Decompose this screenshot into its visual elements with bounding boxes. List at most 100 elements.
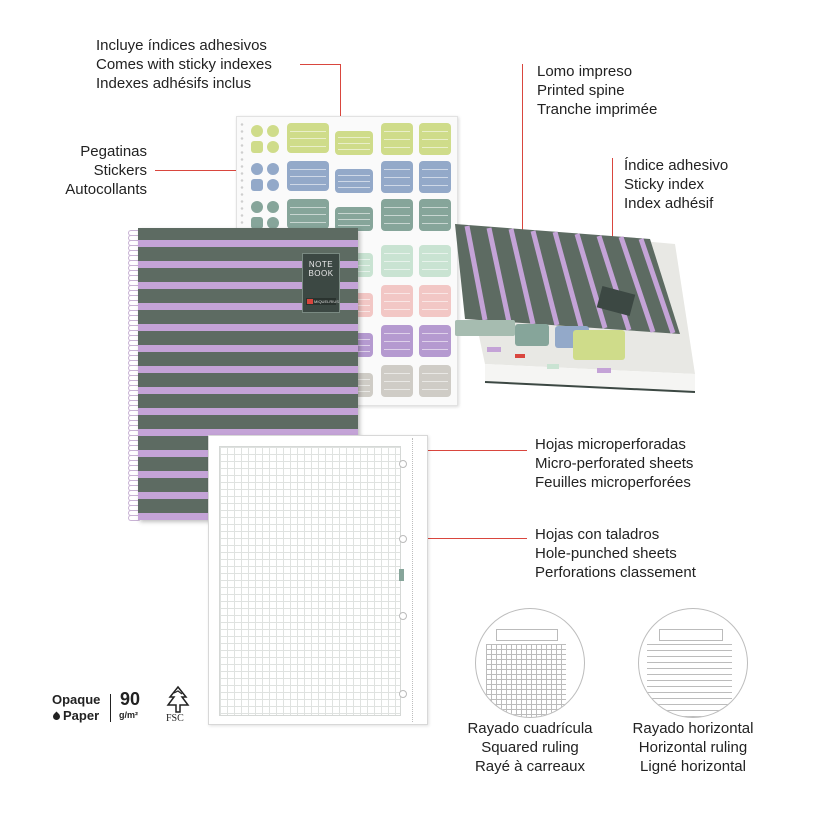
sticker-line: [338, 181, 370, 182]
sticker: [419, 199, 451, 231]
sticker-line: [422, 131, 448, 132]
hole-punched-callout-en: Hole-punched sheets: [535, 545, 677, 562]
squared-ruling-en: Squared ruling: [481, 739, 579, 756]
indexes-callout: Incluye índices adhesivos Comes with sti…: [96, 36, 272, 93]
cover-stripe: [138, 282, 358, 289]
sticker-line: [422, 301, 448, 302]
sticker: [335, 131, 373, 155]
fsc-tree-icon: [166, 685, 190, 713]
sticker-line: [422, 373, 448, 374]
sticker-line: [422, 269, 448, 270]
sticker: [381, 123, 413, 155]
sticker-line: [384, 333, 410, 334]
sticker-line: [422, 293, 448, 294]
spine-callout-line: [522, 64, 523, 360]
sticker-line: [422, 207, 448, 208]
sticker: [381, 199, 413, 231]
sticky-index-callout-en: Sticky index: [624, 176, 705, 193]
hole-punched-callout-line: [404, 538, 527, 539]
sticker-line: [338, 137, 370, 138]
sticker: [419, 365, 451, 397]
badge-divider: [110, 694, 111, 722]
punch-hole-4: [399, 690, 407, 698]
sticker: [419, 285, 451, 317]
sticker: [287, 199, 329, 229]
sticker-line: [422, 341, 448, 342]
cover-stripe: [138, 324, 358, 331]
sticker: [267, 163, 279, 175]
cover-stripe: [138, 387, 358, 394]
spiral-binding: [128, 228, 142, 521]
sticky-index-callout-fr: Index adhésif: [624, 195, 714, 212]
cover-stripe: [138, 408, 358, 415]
sticker: [419, 325, 451, 357]
sticker-line: [384, 309, 410, 310]
opaque-paper-badge: Opaque Paper 90 g/m² FSC: [51, 685, 202, 731]
sticker: [381, 245, 413, 277]
sticker-line: [422, 389, 448, 390]
opaque-label: Opaque: [52, 692, 101, 707]
sticker-line: [422, 261, 448, 262]
sticker-line: [422, 333, 448, 334]
cover-stripe: [138, 303, 358, 310]
horizontal-ruling-es: Rayado horizontal: [632, 720, 754, 737]
indexes-callout-es: Incluye índices adhesivos: [96, 37, 267, 54]
squared-closeup-grid: [486, 644, 566, 717]
notebook-label-line1: NOTE: [308, 260, 334, 269]
sticker-line: [422, 309, 448, 310]
sticker-line: [384, 223, 410, 224]
drop-icon: [51, 711, 62, 722]
stickers-callout-en: Stickers: [93, 162, 147, 179]
sticker: [267, 141, 279, 153]
closed-notebook-perspective: [455, 224, 695, 393]
sticker-line: [422, 177, 448, 178]
sticker-line: [338, 187, 370, 188]
indexes-callout-line-h: [300, 64, 340, 65]
squared-ruling-caption: Rayado cuadrícula Squared ruling Rayé à …: [445, 719, 615, 776]
sticker: [267, 125, 279, 137]
stickers-callout-fr: Autocollants: [65, 181, 147, 198]
sticker: [419, 123, 451, 155]
sticker: [251, 179, 263, 191]
cover-stripe: [138, 366, 358, 373]
sticker: [287, 123, 329, 153]
sticker: [419, 161, 451, 193]
microperforated-callout: Hojas microperforadas Micro-perforated s…: [535, 435, 693, 492]
cover-stripe: [138, 345, 358, 352]
sticker-line: [290, 214, 326, 215]
sticker-line: [290, 183, 326, 185]
sticker-line: [384, 207, 410, 208]
sticker-line: [422, 215, 448, 216]
squared-ruling-closeup: [475, 608, 585, 718]
sticker-line: [338, 219, 370, 220]
sticker: [267, 179, 279, 191]
horizontal-closeup-lines: [647, 644, 732, 717]
microperforated-callout-es: Hojas microperforadas: [535, 436, 686, 453]
sticker-line: [422, 223, 448, 224]
punch-hole-2: [399, 535, 407, 543]
paper-label: Paper: [63, 708, 100, 723]
squared-ruling-es: Rayado cuadrícula: [467, 720, 593, 737]
sticker-line: [290, 168, 326, 170]
sticker-line: [422, 381, 448, 382]
sticker-line: [384, 177, 410, 178]
sticker: [381, 285, 413, 317]
sticker: [267, 201, 279, 213]
sticky-index-callout: Índice adhesivo Sticky index Index adhés…: [624, 156, 728, 213]
sticker: [381, 365, 413, 397]
sticker-line: [384, 215, 410, 216]
sticker-line: [384, 301, 410, 302]
sticker-line: [384, 269, 410, 270]
hole-punched-callout-fr: Perforations classement: [535, 564, 696, 581]
cover-stripe: [138, 240, 358, 247]
sticker: [251, 201, 263, 213]
sticker-line: [384, 293, 410, 294]
indexes-callout-line-v: [340, 64, 341, 150]
stickers-callout: Pegatinas Stickers Autocollants: [40, 142, 147, 199]
sticky-index-callout-es: Índice adhesivo: [624, 157, 729, 174]
sticker-line: [422, 185, 448, 186]
notebook-label-brand-badge: MIQUELRIUS: [306, 298, 339, 305]
sticker: [251, 125, 263, 137]
hole-punched-callout-es: Hojas con taladros: [535, 526, 660, 543]
sticker-line: [384, 131, 410, 132]
